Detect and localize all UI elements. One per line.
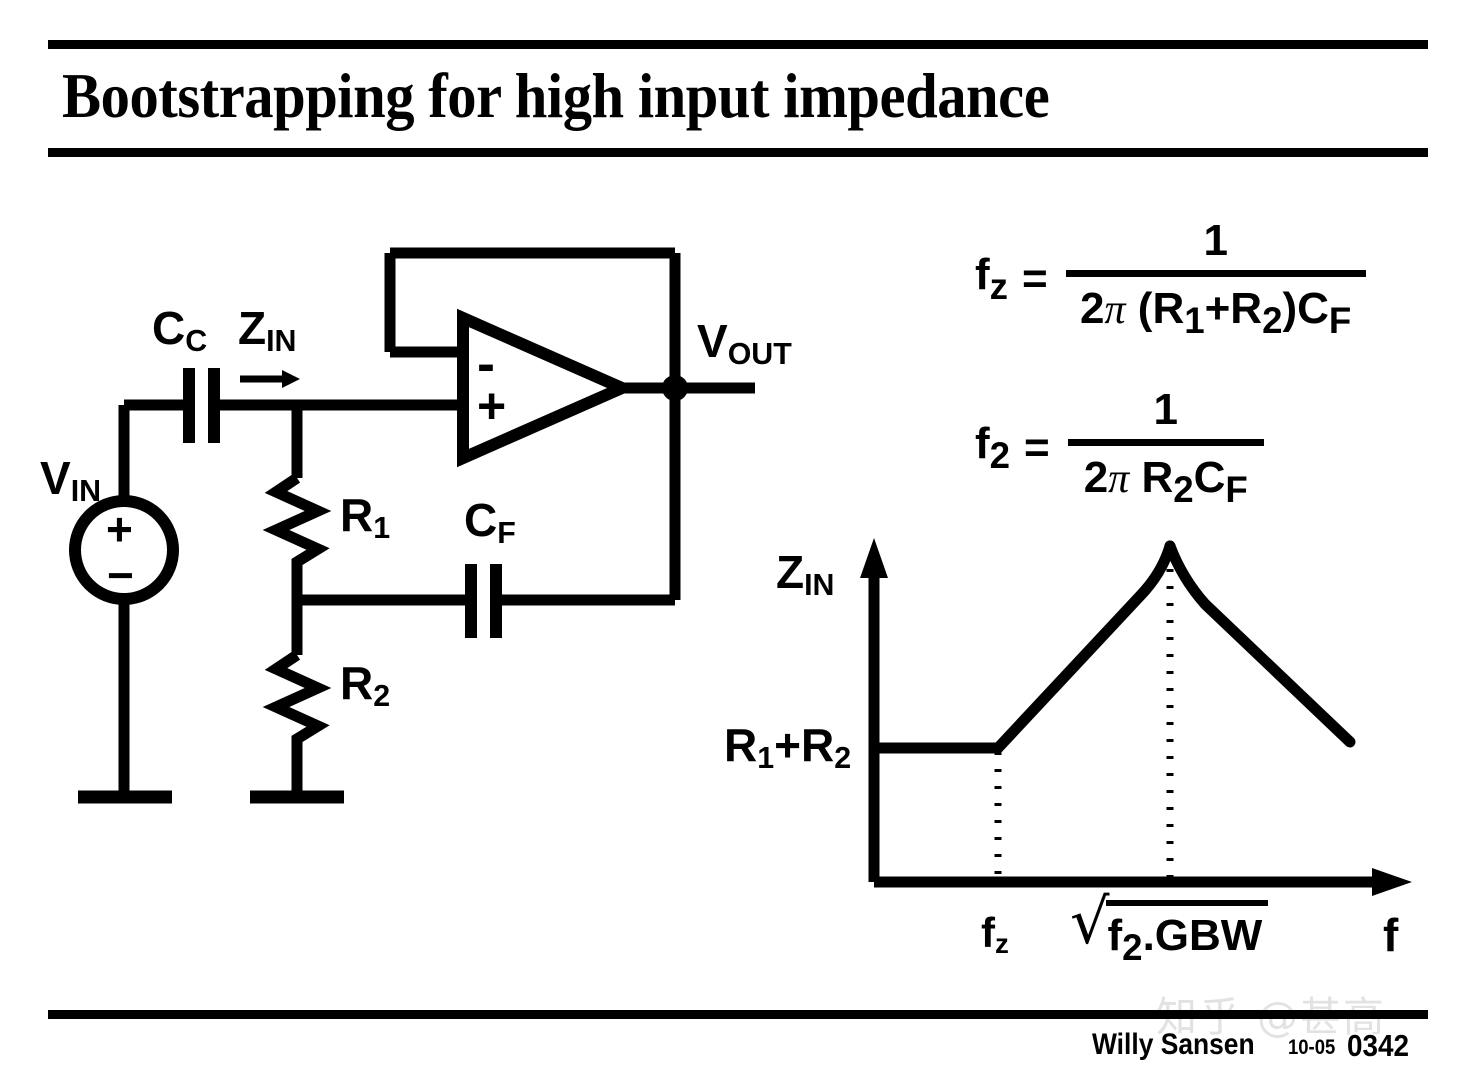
label-r2: R2 (340, 657, 391, 713)
zin-current-arrow (240, 370, 300, 388)
formula-fz-denominator: 2π (R1+R2)CF (1080, 284, 1352, 341)
formula-f2-denominator: 2π R2CF (1083, 453, 1248, 510)
plot-marker-lines (994, 552, 1174, 878)
plot-y-tick-label-r1-plus-r2: R1+R2 (724, 719, 852, 775)
circuit-wires (78, 247, 755, 804)
footer-rule (48, 1010, 1428, 1019)
source-minus-sign: − (107, 549, 134, 601)
formula-fz-fraction: 1 2π (R1+R2)CF (1065, 216, 1366, 342)
label-vin: VIN (40, 452, 102, 508)
opamp-symbol (457, 308, 637, 468)
formula-fz-bar (1065, 270, 1366, 277)
coupling-capacitor-cc (183, 368, 220, 443)
label-cc: CC (152, 302, 208, 358)
label-cf: CF (464, 494, 516, 550)
source-plus-sign: + (106, 503, 133, 555)
title-bottom-rule (48, 148, 1428, 157)
output-node-dot (662, 375, 688, 401)
label-zin: ZIN (238, 302, 297, 358)
feedback-capacitor-cf (465, 564, 502, 638)
opamp-noninverting-input-label: + (477, 378, 507, 434)
resistor-r1 (262, 473, 332, 572)
title-top-rule (48, 40, 1428, 49)
formula-fz-lhs: fz (975, 250, 1008, 307)
voltage-source-vin (69, 495, 179, 605)
page-title: Bootstrapping for high input impedance (62, 61, 1050, 131)
formula-f2-bar (1067, 439, 1264, 446)
formula-fz-equals: = (1021, 253, 1048, 303)
label-r1: R1 (340, 489, 391, 545)
formula-f2: f2 = 1 2π R2CF (975, 385, 1264, 511)
plot-x-tick-label-fz: fz (981, 909, 1009, 960)
formula-f2-equals: = (1024, 422, 1050, 472)
formula-fz-numerator: 1 (1203, 216, 1228, 265)
formula-f2-numerator: 1 (1153, 385, 1178, 434)
footer-author: Willy Sansen (1092, 1028, 1255, 1061)
opamp-inverting-input-label: - (477, 334, 495, 394)
sqrt-radicand: f2.GBW (1105, 900, 1269, 969)
plot-x-axis-label: f (1383, 909, 1399, 961)
formula-f2-fraction: 1 2π R2CF (1067, 385, 1264, 511)
plot-curve (868, 540, 1356, 754)
sqrt-icon: √ (1070, 885, 1110, 958)
formula-f2-lhs: f2 (975, 419, 1011, 476)
footer-date: 10-05 (1288, 1036, 1336, 1059)
resistor-r2 (262, 650, 332, 748)
label-vout: VOUT (697, 315, 792, 371)
footer-slide-number: 0342 (1347, 1028, 1410, 1063)
formula-fz: fz = 1 2π (R1+R2)CF (975, 216, 1366, 342)
plot-y-axis-label: ZIN (776, 546, 835, 602)
plot-x-tick-label-sqrt-f2-gbw: √ f2.GBW (1070, 885, 1269, 969)
plot-axes (860, 538, 1412, 896)
